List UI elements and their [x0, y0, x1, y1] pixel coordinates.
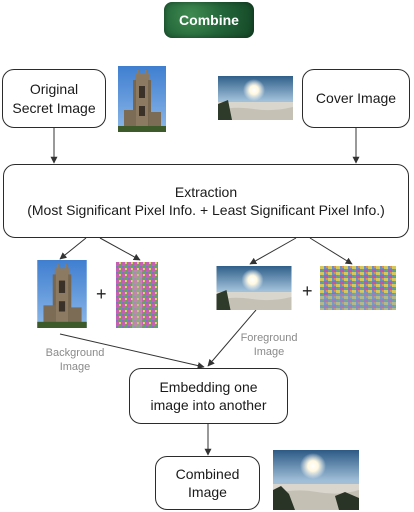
combined-label-line1: Combined — [175, 465, 240, 482]
plus-sign-left: + — [96, 284, 107, 304]
embedding-label-line2: image into another — [150, 397, 267, 413]
background-label-line1: Background — [45, 347, 105, 359]
arrow-extraction-to-fg-noise — [309, 237, 353, 265]
background-noise-image — [116, 262, 158, 328]
foreground-sea-image — [216, 266, 292, 310]
arrow-extraction-to-fg — [249, 237, 297, 265]
embedding-box: Embedding one image into another — [129, 368, 288, 424]
foreground-noise-image — [320, 266, 396, 310]
arrow-extraction-to-bg-noise — [99, 237, 141, 261]
plus-sign-right: + — [302, 281, 313, 301]
extraction-box: Extraction (Most Significant Pixel Info.… — [3, 164, 409, 238]
secret-image-label-line2: Secret Image — [12, 99, 96, 116]
combined-result-image — [273, 450, 359, 510]
extraction-detail: (Most Significant Pixel Info. + Least Si… — [27, 202, 385, 218]
cover-image-label: Cover Image — [315, 90, 397, 107]
background-tower-image — [37, 260, 87, 328]
arrow-fg-to-embedding — [207, 309, 257, 367]
secret-image-label-line1: Original — [29, 81, 79, 98]
background-image-label: Background Image — [40, 346, 110, 375]
extraction-label: Extraction — [174, 183, 238, 200]
embedding-label-line1: Embedding one — [159, 378, 258, 395]
arrow-bg-to-embedding — [59, 333, 205, 370]
background-label-line2: Image — [59, 361, 91, 374]
secret-tower-image — [118, 66, 166, 132]
combine-title-badge: Combine — [164, 2, 254, 38]
foreground-label-line1: Foreground — [240, 332, 298, 344]
combined-label-line2: Image — [188, 484, 227, 500]
secret-image-box: Original Secret Image — [2, 69, 106, 128]
combined-image-box: Combined Image — [155, 456, 260, 510]
cover-image-box: Cover Image — [302, 69, 410, 128]
foreground-image-label: Foreground Image — [234, 331, 304, 360]
arrow-extraction-to-bg — [59, 237, 87, 260]
cover-sea-image — [218, 76, 293, 120]
foreground-label-line2: Image — [253, 346, 285, 359]
